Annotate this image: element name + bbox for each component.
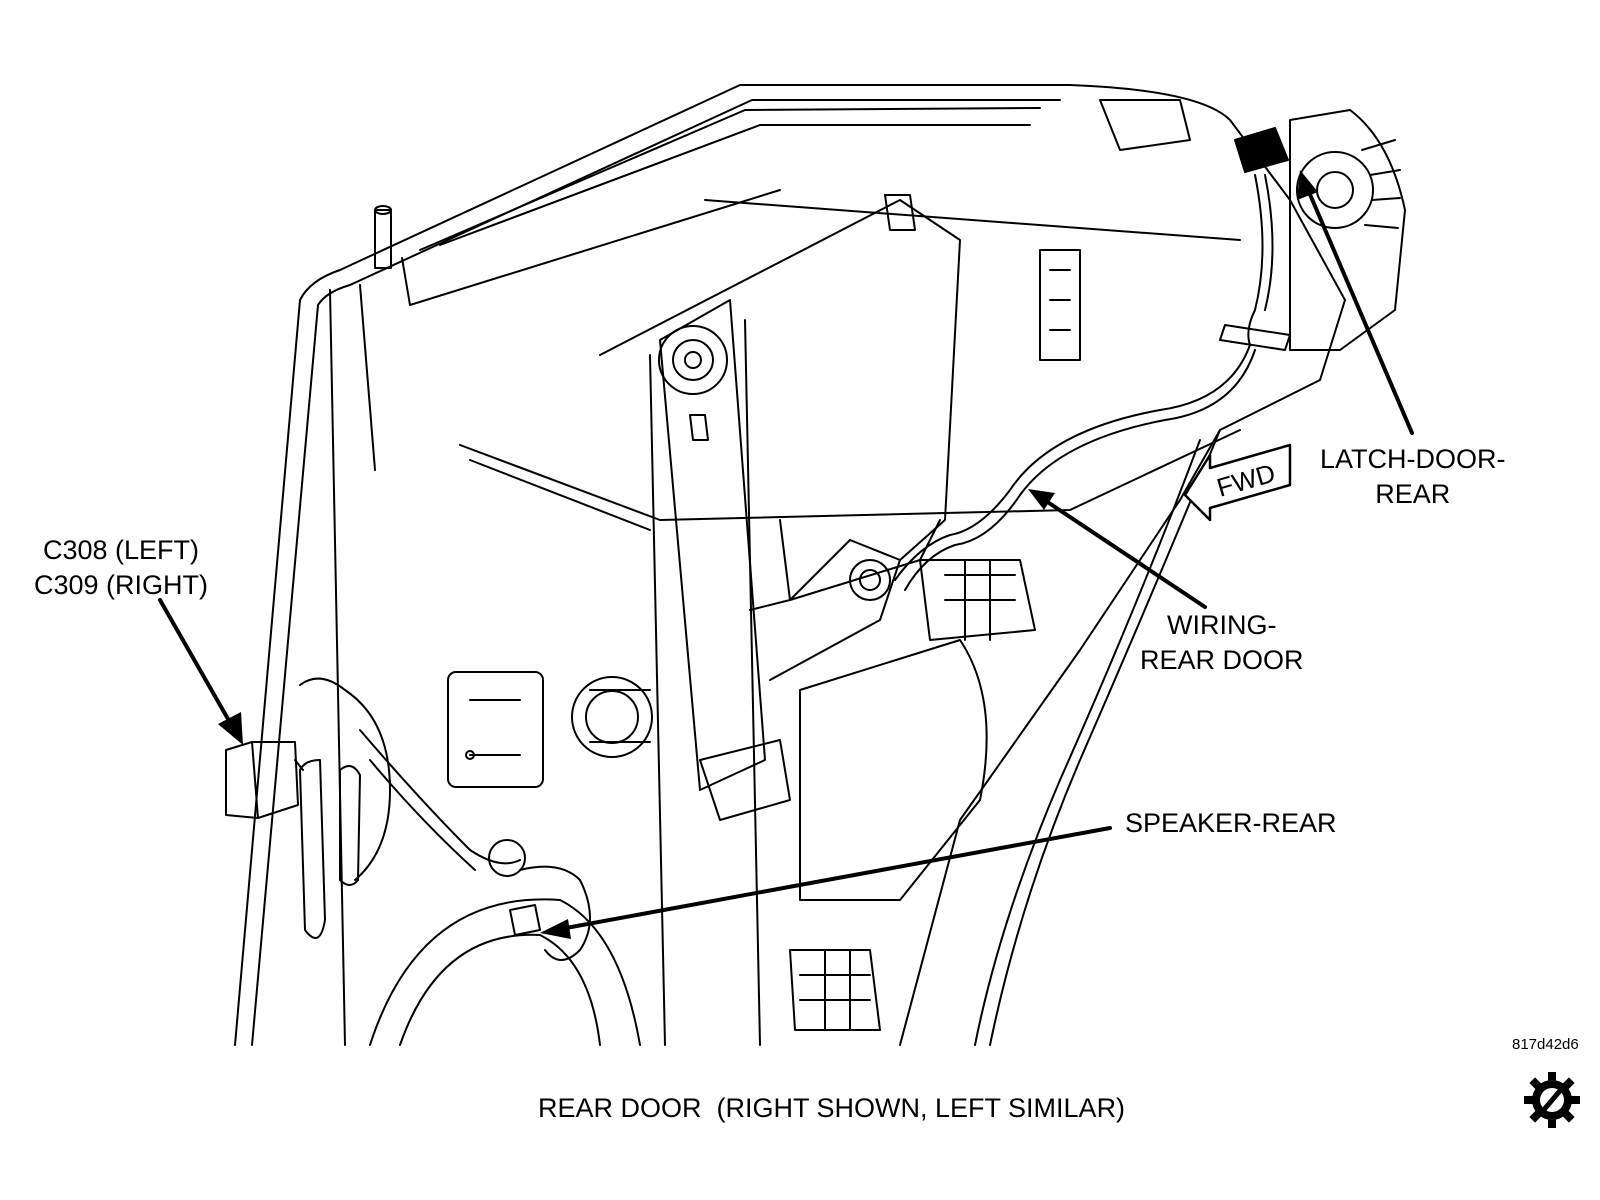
connector-left-label: C308 (LEFT) <box>42 535 200 565</box>
wiring-callout: WIRING- REAR DOOR <box>1140 608 1304 678</box>
wiring-label-line2: REAR DOOR <box>1140 645 1304 675</box>
speaker-harness <box>359 729 591 961</box>
wiring-leader-line <box>1038 495 1207 609</box>
latch-leader-line <box>1304 183 1414 435</box>
figure-caption: REAR DOOR (RIGHT SHOWN, LEFT SIMILAR) <box>538 1093 1126 1123</box>
door-post <box>374 205 392 269</box>
connector-callout: C308 (LEFT) C309 (RIGHT) <box>34 533 208 603</box>
speaker-callout: SPEAKER-REAR <box>1125 806 1337 841</box>
connector-leader-line <box>158 598 238 735</box>
rear-door-wiring <box>849 174 1291 601</box>
latch-arrowhead <box>1297 170 1318 200</box>
door-shell <box>234 84 1346 1046</box>
speaker-arrowhead <box>540 919 571 939</box>
c308-c309-connector <box>225 677 391 939</box>
gear-icon <box>1524 1072 1580 1128</box>
connector-right-label: C309 (RIGHT) <box>34 570 209 600</box>
latch-callout: LATCH-DOOR- REAR <box>1320 442 1506 512</box>
latch-label-line1: LATCH-DOOR- <box>1320 444 1506 474</box>
speaker-housing <box>369 671 653 1046</box>
fwd-arrow <box>1183 443 1292 522</box>
speaker-leader-line <box>553 826 1112 932</box>
connector-arrowhead <box>218 712 243 745</box>
latch-label-line2: REAR <box>1375 479 1451 509</box>
wiring-arrowhead <box>1028 489 1055 510</box>
figure-code: 817d42d6 <box>1512 1036 1579 1053</box>
leader-lines <box>158 183 1414 932</box>
wiring-label-line1: WIRING- <box>1167 610 1277 640</box>
leader-arrowheads <box>218 170 1318 939</box>
door-latch <box>1234 109 1406 351</box>
window-regulator <box>459 199 1241 1046</box>
speaker-label: SPEAKER-REAR <box>1125 808 1337 838</box>
door-inner-panel <box>789 99 1191 1031</box>
